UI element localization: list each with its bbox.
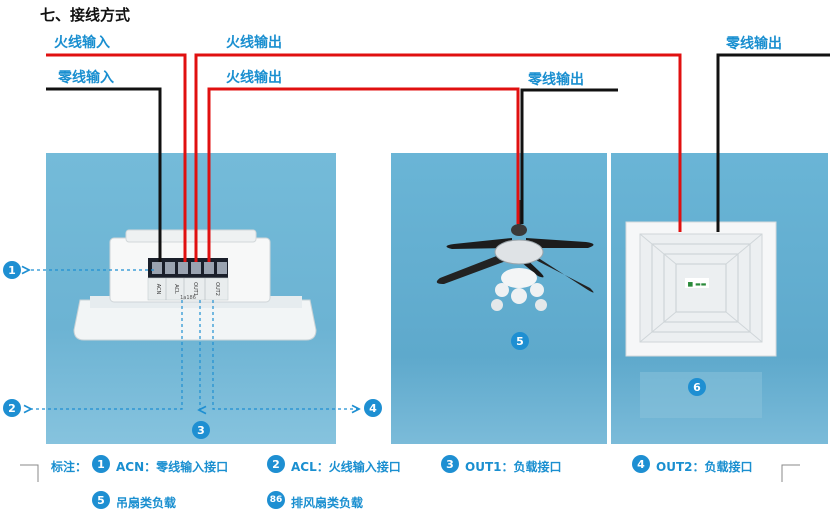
live-output-wire-exhaust (194, 53, 682, 262)
terminal-label-out2: OUT2 (214, 282, 220, 296)
exhaust-fan-icon: ■ ▬▬ (625, 221, 777, 418)
wire-label-neutral-in: 零线输入 (58, 70, 114, 86)
legend-marker-5: 5 (92, 491, 110, 509)
live-output-wire-fan (207, 87, 520, 262)
ceiling-fan-icon (436, 200, 594, 311)
wire-label-neutral-out-exhaust: 零线输出 (726, 36, 782, 52)
neutral-input-wire (46, 87, 162, 262)
legend-text-6: 排风扇类负载 (291, 496, 364, 510)
legend-text-4: OUT2：负载接口 (656, 460, 753, 474)
wire-label-neutral-out-fan: 零线输出 (528, 72, 584, 88)
live-wires (46, 53, 682, 262)
legend-marker-6: 86 (267, 491, 285, 509)
svg-text:■ ▬▬: ■ ▬▬ (688, 281, 707, 288)
legend-text-3: OUT1：负载接口 (465, 460, 562, 474)
legend-text-2: ACL：火线输入接口 (291, 460, 401, 474)
legend-marker-3: 3 (441, 455, 459, 473)
terminal-label-out1: OUT1 (192, 282, 198, 296)
legend-marker-1: 1 (92, 455, 110, 473)
device-model-text: 1a186 (180, 295, 196, 301)
pointer-arrows (28, 270, 358, 410)
ceiling-fan-photo-panel (391, 153, 607, 444)
legend-text-5: 吊扇类负载 (116, 496, 177, 510)
legend-marker-2: 2 (267, 455, 285, 473)
neutral-output-wire-fan (520, 88, 618, 224)
wire-label-live-in: 火线输入 (54, 35, 110, 51)
neutral-wires (46, 53, 830, 262)
legend-prefix: 标注： (51, 460, 88, 474)
legend-marker-4: 4 (632, 455, 650, 473)
marker-4: 4 (364, 399, 382, 417)
marker-5: 5 (511, 332, 529, 350)
wire-label-live-out-fan: 火线输出 (226, 70, 282, 86)
wire-label-live-out-exhaust: 火线输出 (226, 35, 282, 51)
terminal-label-acl: ACL (173, 284, 179, 294)
smart-switch-device: ACN ACL OUT1 OUT2 1a186 (73, 229, 317, 341)
terminal-label-acn: ACN (155, 284, 161, 295)
legend-text-1: ACN：零线输入接口 (116, 460, 229, 474)
marker-3: 3 (192, 421, 210, 439)
marker-2: 2 (3, 399, 21, 417)
marker-6: 6 (688, 378, 706, 396)
marker-1: 1 (3, 261, 21, 279)
live-input-wire (46, 53, 187, 262)
page-title: 七、接线方式 (40, 6, 131, 24)
neutral-output-wire-exhaust (716, 53, 830, 232)
